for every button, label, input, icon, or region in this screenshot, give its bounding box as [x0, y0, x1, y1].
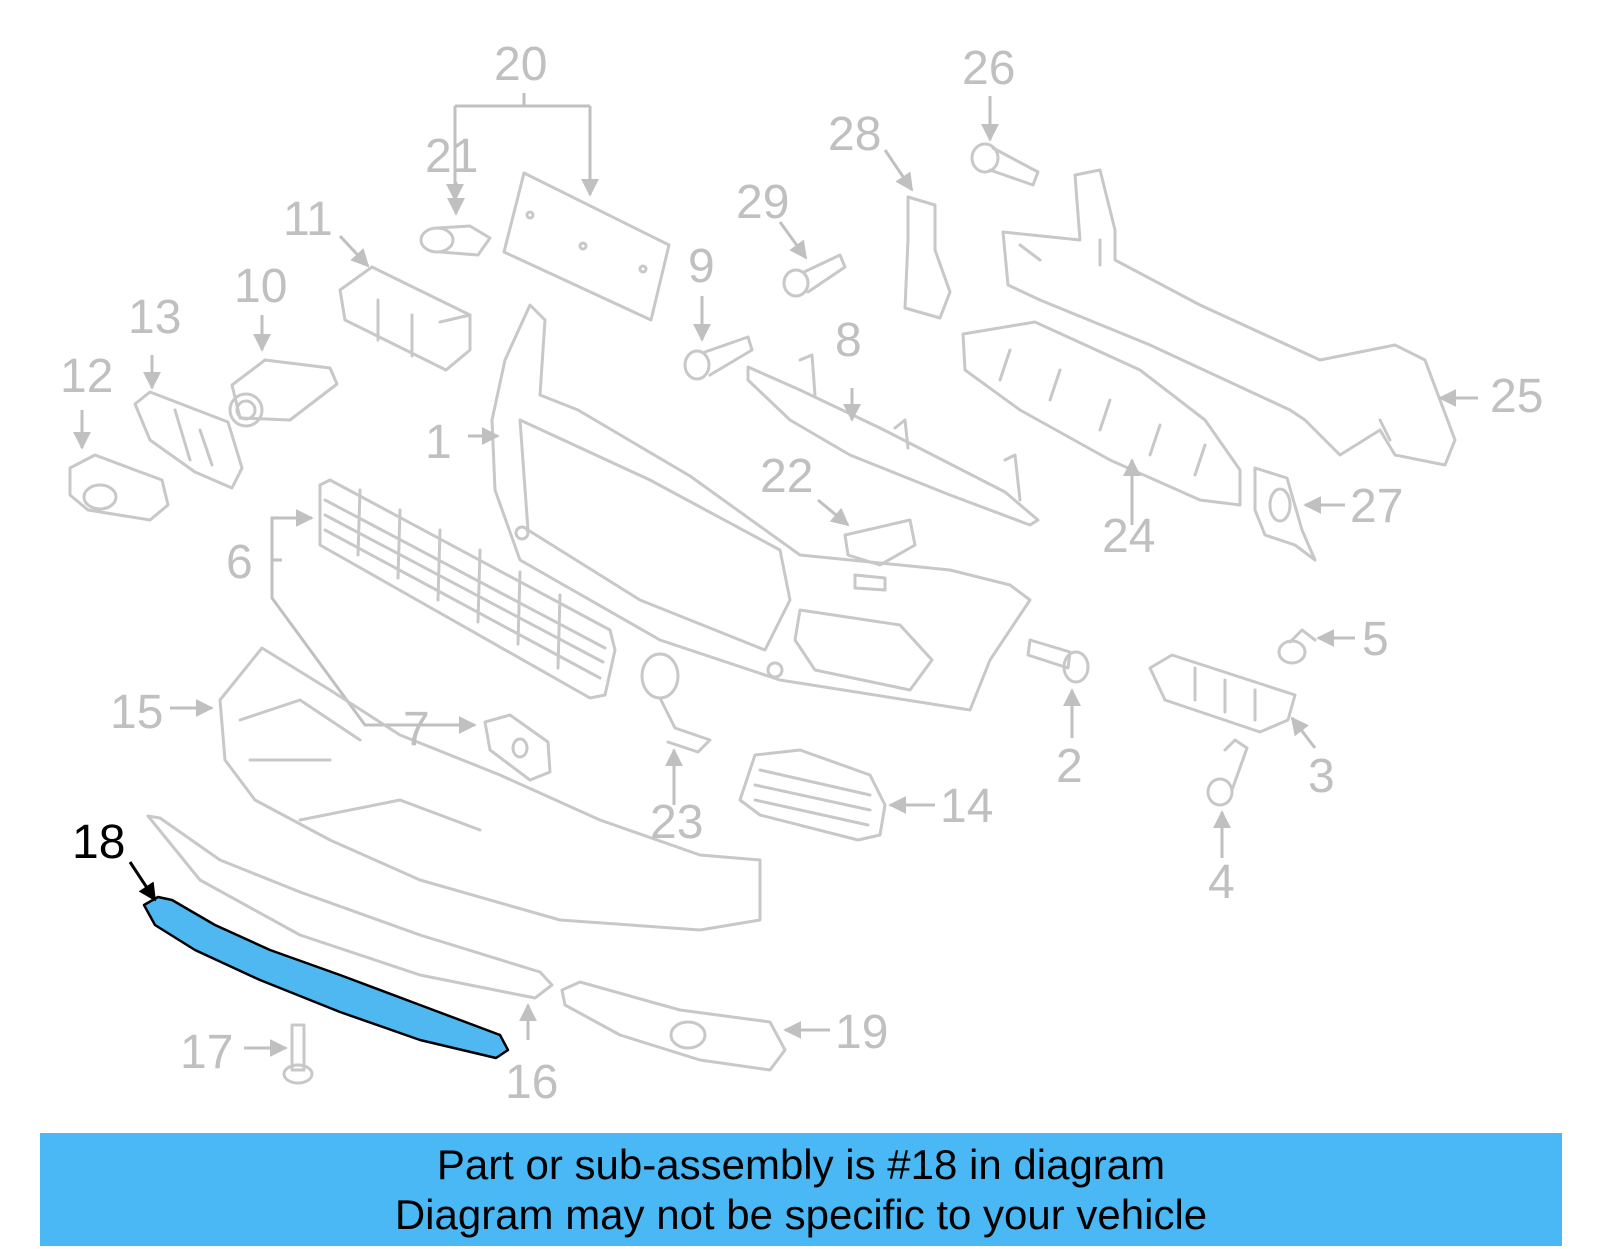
callout-13: 13 [128, 291, 181, 344]
callout-24: 24 [1102, 510, 1155, 563]
part-19-trim [560, 980, 830, 1072]
callout-16: 16 [505, 1056, 558, 1109]
part-17-bolt [244, 1023, 314, 1085]
callout-22: 22 [760, 450, 813, 503]
info-banner: Part or sub-assembly is #18 in diagram D… [40, 1133, 1562, 1246]
callout-7: 7 [403, 703, 430, 756]
part-6-grille [270, 478, 617, 734]
callout-labels: 1 2 3 4 5 6 7 8 9 10 11 12 13 14 15 16 1… [60, 38, 1543, 1109]
callout-14: 14 [940, 780, 993, 833]
part-12-sensor-housing [68, 410, 170, 522]
part-25-reinforcement-bar [1001, 168, 1478, 467]
part-14-vent [738, 748, 935, 842]
banner-line-part: Part or sub-assembly is #18 in diagram [436, 1140, 1166, 1188]
part-11-bracket [338, 234, 472, 372]
banner-line-disclaimer: Diagram may not be specific to your vehi… [394, 1190, 1208, 1238]
part-10-sensor [228, 315, 339, 428]
callout-27: 27 [1350, 480, 1403, 533]
part-29-bolt [778, 221, 847, 298]
part-23-cover [640, 652, 712, 805]
callout-28: 28 [828, 108, 881, 161]
part-21-clip [419, 182, 492, 257]
part-28-bracket [883, 149, 952, 320]
callout-23: 23 [650, 796, 703, 849]
callout-19: 19 [835, 1006, 888, 1059]
callout-4: 4 [1208, 856, 1235, 909]
part-8-upper-support [746, 353, 1040, 527]
callout-5: 5 [1362, 613, 1389, 666]
part-1-bumper-cover [468, 303, 1032, 712]
callout-1: 1 [425, 416, 452, 469]
callout-6: 6 [226, 536, 253, 589]
callout-12: 12 [60, 350, 113, 403]
callout-21: 21 [425, 130, 478, 183]
part-24-absorber [961, 320, 1242, 525]
callout-15: 15 [110, 686, 163, 739]
part-26-bolt [970, 96, 1040, 187]
part-20-plate-bracket [455, 93, 671, 322]
callout-17: 17 [180, 1026, 233, 1079]
part-5-clip [1277, 628, 1355, 665]
callout-26: 26 [962, 42, 1015, 95]
callout-8: 8 [835, 314, 862, 367]
callout-29: 29 [736, 176, 789, 229]
part-13-bracket [133, 355, 244, 490]
part-4-bolt [1206, 738, 1249, 858]
part-15-lower-support [170, 646, 762, 932]
part-2-bolt [1026, 638, 1090, 738]
part-3-guide [1148, 653, 1317, 749]
part-9-bolt [683, 296, 754, 381]
callout-25: 25 [1490, 370, 1543, 423]
part-22-cap [817, 498, 917, 567]
part-16-spoiler [146, 814, 554, 1040]
callout-2: 2 [1056, 740, 1083, 793]
part-7-cover [483, 713, 552, 782]
part-27-bracket [1253, 466, 1345, 562]
part-18-molding-strip [128, 861, 510, 1060]
callout-9: 9 [688, 240, 715, 293]
callout-11: 11 [283, 193, 333, 246]
callout-10: 10 [234, 260, 287, 313]
callout-3: 3 [1308, 750, 1335, 803]
callout-20: 20 [494, 38, 547, 91]
callout-18-highlighted: 18 [72, 816, 125, 869]
